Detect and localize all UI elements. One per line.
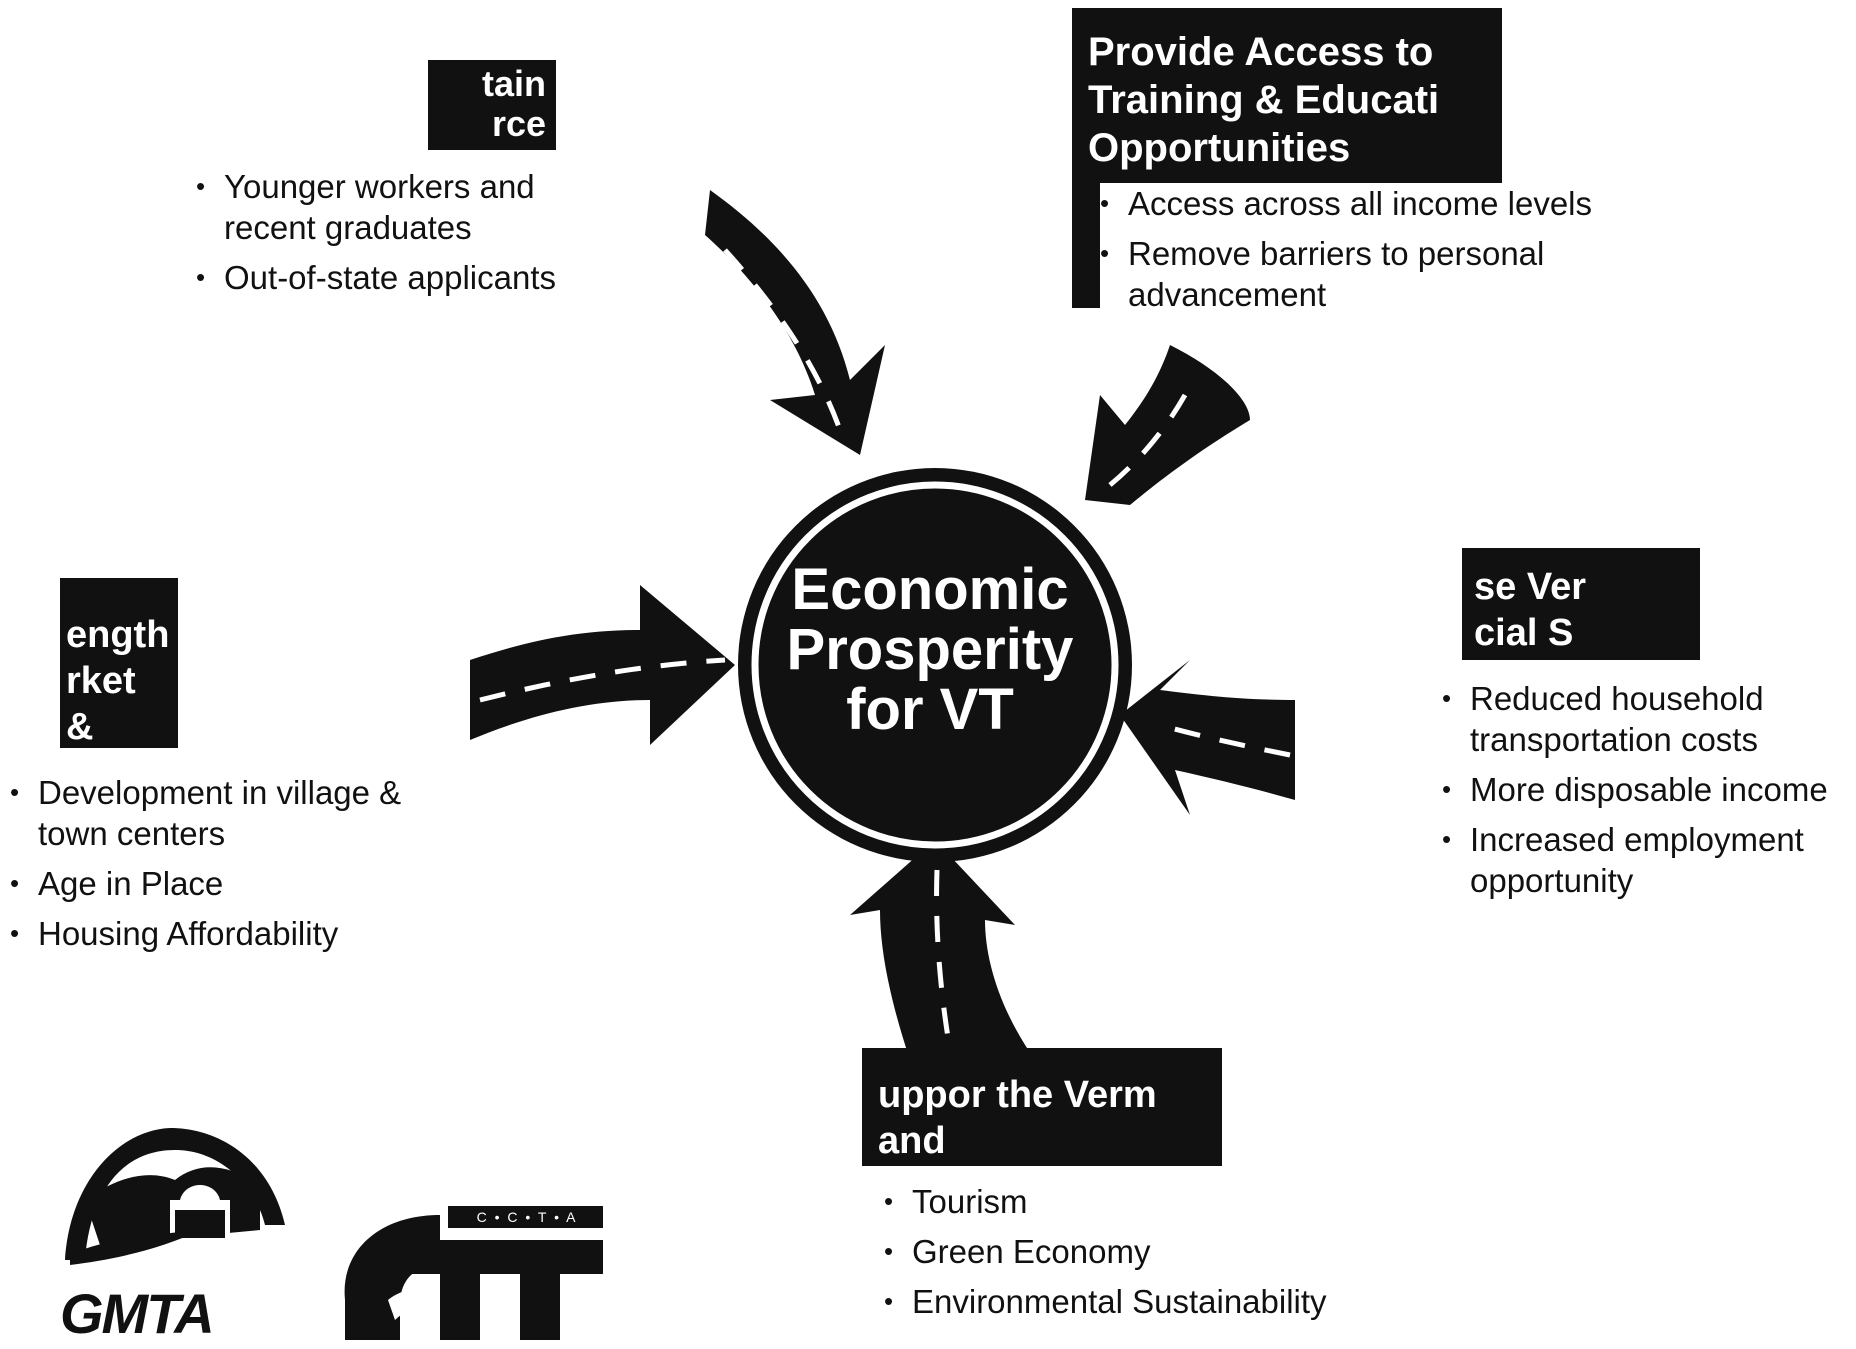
list-item: Reduced household transportation costs bbox=[1442, 678, 1852, 760]
training-heading-line: Opportunities bbox=[1088, 126, 1351, 170]
list-item: Remove barriers to personal advancement bbox=[1100, 233, 1660, 315]
ccta-logo bbox=[344, 1206, 603, 1340]
list-item: Younger workers and recent graduates bbox=[196, 166, 626, 248]
training-heading-line: Training & Educati bbox=[1088, 78, 1440, 122]
training-bullets: Access across all income levels Remove b… bbox=[1100, 183, 1660, 324]
hub-line: Economic bbox=[791, 557, 1069, 622]
list-item: Green Economy bbox=[884, 1231, 1404, 1272]
workforce-bullets: Younger workers and recent graduates Out… bbox=[196, 166, 626, 307]
list-item: Housing Affordability bbox=[10, 913, 440, 954]
arrow-workforce bbox=[705, 190, 885, 455]
workforce-heading-line: tain bbox=[481, 63, 546, 104]
list-item: Access across all income levels bbox=[1100, 183, 1660, 224]
hub-circle bbox=[738, 468, 1132, 862]
brand-heading-line: and bbox=[878, 1120, 946, 1162]
brand-bullets: Tourism Green Economy Environmental Sust… bbox=[884, 1181, 1404, 1331]
brand-heading-line: uppor the Verm bbox=[878, 1074, 1157, 1116]
gmta-logo bbox=[65, 1128, 285, 1265]
list-item: Age in Place bbox=[10, 863, 440, 904]
financial-bullets: Reduced household transportation costs M… bbox=[1442, 678, 1852, 910]
hub-label: Economic Prosperity for VT bbox=[760, 560, 1100, 740]
financial-heading-line: cial S bbox=[1474, 612, 1574, 654]
hub-line: Prosperity bbox=[786, 617, 1074, 682]
workforce-heading-line: rce bbox=[491, 103, 546, 144]
housing-heading-line: rket & bbox=[66, 660, 136, 748]
brand-heading: uppor the Verm and bbox=[862, 1048, 1222, 1166]
training-heading-line: Provide Access to bbox=[1088, 30, 1434, 74]
list-item: More disposable income bbox=[1442, 769, 1852, 810]
arrow-housing bbox=[470, 585, 735, 745]
arrow-brand bbox=[850, 840, 1035, 1060]
housing-heading: ength rket & n bbox=[60, 578, 178, 794]
hub-line: for VT bbox=[846, 677, 1014, 742]
housing-bullets: Development in village & town centers Ag… bbox=[10, 772, 440, 963]
arrow-financial bbox=[1120, 660, 1295, 815]
gmta-logo-text: GMTA bbox=[60, 1282, 215, 1345]
list-item: Out-of-state applicants bbox=[196, 257, 626, 298]
ccta-logo-tag: C • C • T • A bbox=[476, 1209, 578, 1225]
list-item: Tourism bbox=[884, 1181, 1404, 1222]
arrow-training bbox=[1085, 345, 1250, 505]
workforce-heading: tain rce bbox=[428, 60, 556, 150]
list-item: Development in village & town centers bbox=[10, 772, 440, 854]
financial-heading-line: se Ver bbox=[1474, 566, 1586, 608]
financial-heading: se Ver cial S bbox=[1462, 548, 1700, 660]
list-item: Environmental Sustainability bbox=[884, 1281, 1404, 1322]
housing-heading-line: ength bbox=[66, 614, 170, 656]
list-item: Increased employment opportunity bbox=[1442, 819, 1852, 901]
